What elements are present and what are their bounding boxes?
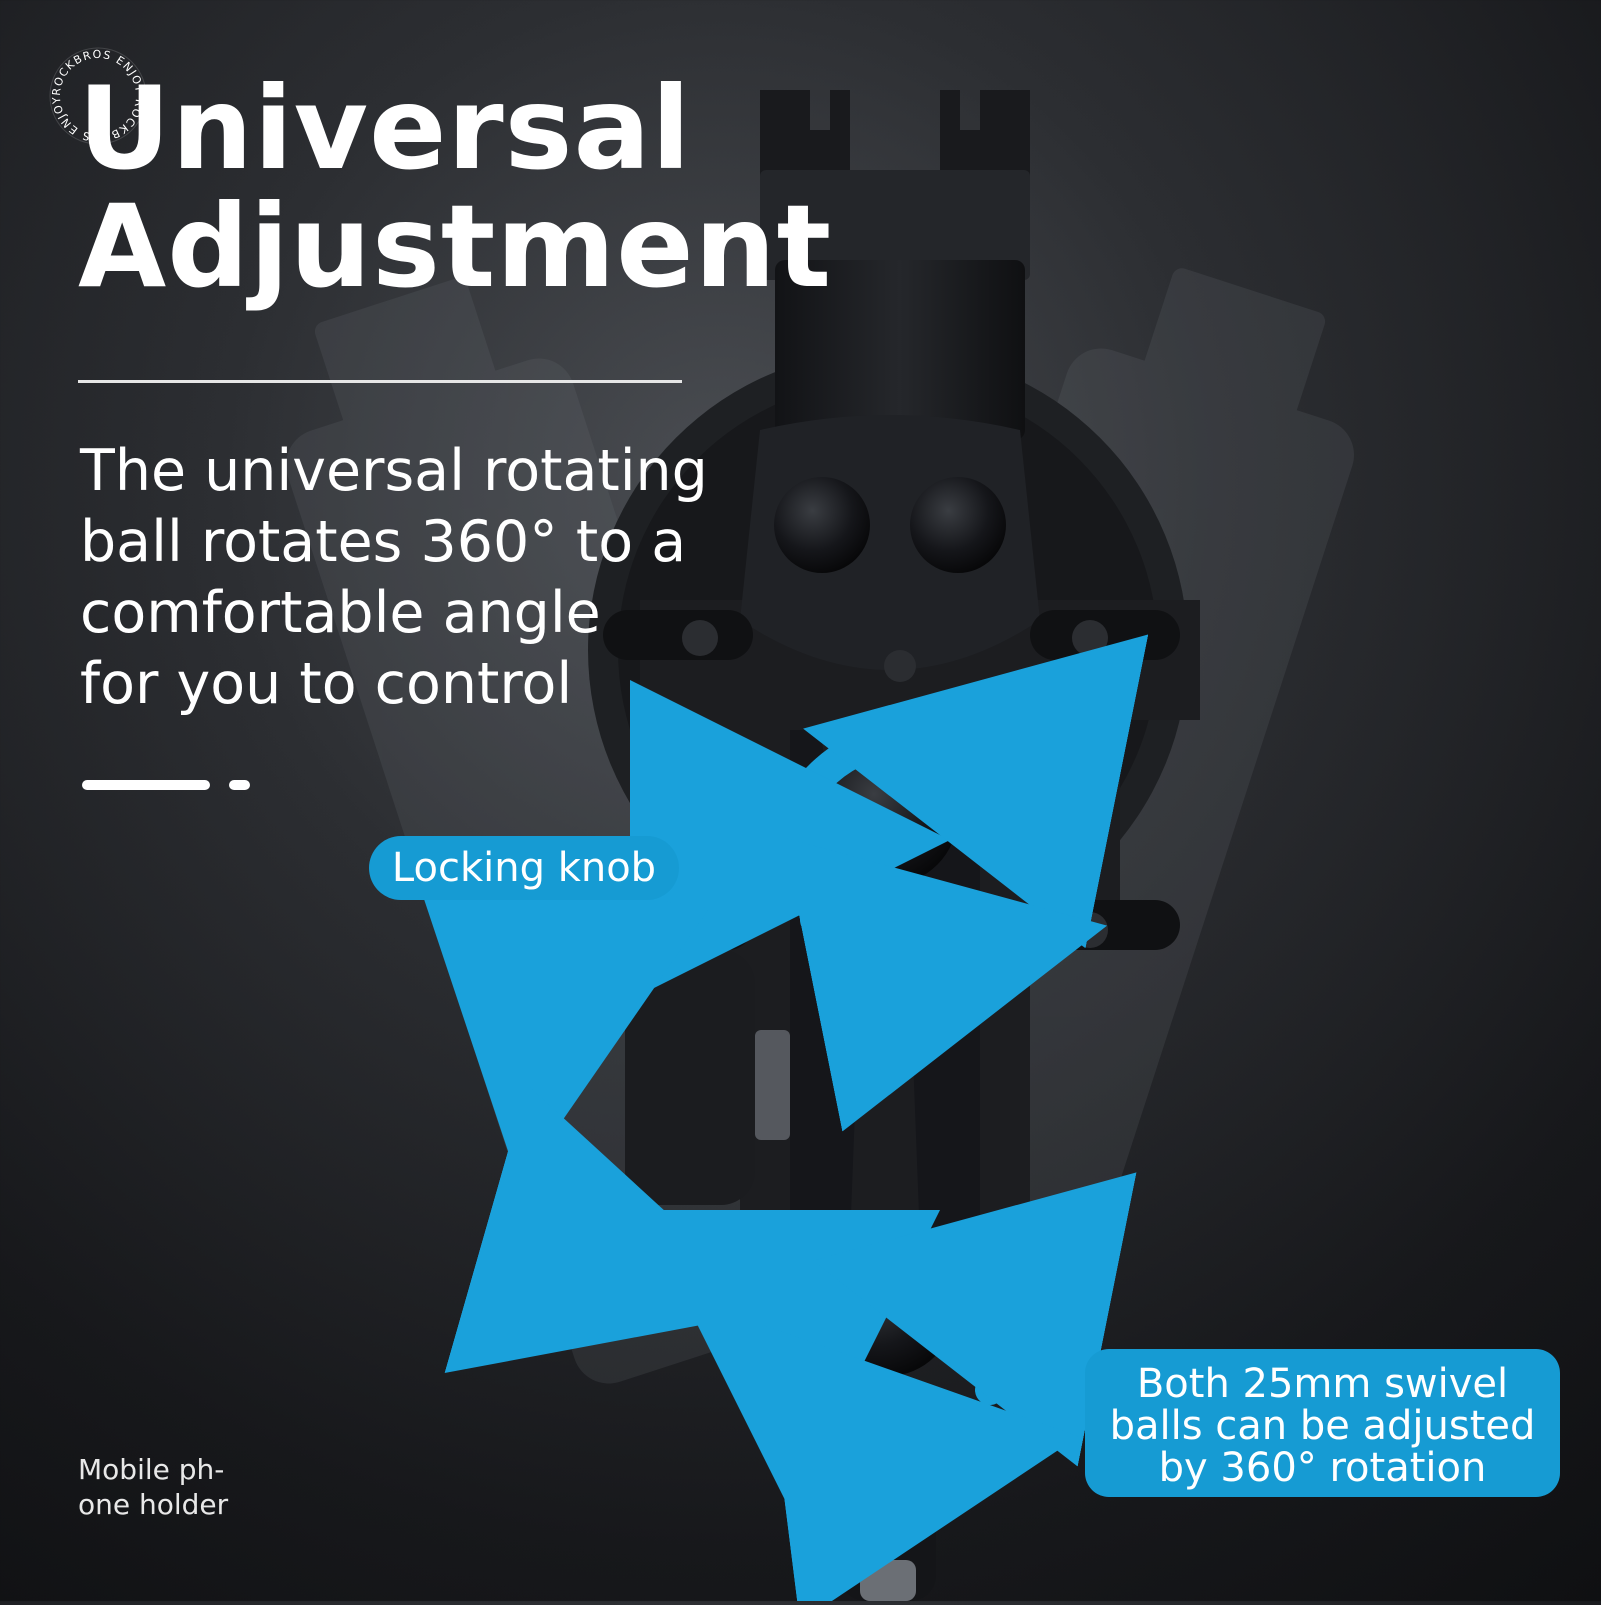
decorative-dash-long <box>82 780 210 790</box>
rotation-arrows <box>412 634 1149 1605</box>
locking-knob-label: Locking knob <box>369 836 679 900</box>
swivel-balls-label: Both 25mm swivel balls can be adjusted b… <box>1085 1349 1560 1497</box>
title-divider <box>78 380 682 383</box>
page-title: Universal Adjustment <box>78 62 833 313</box>
decorative-dash-short <box>229 780 250 790</box>
brand-seal-logo: ROCKBROS ENJOY ROCKBROS ENJOY <box>49 47 147 145</box>
feature-description: The universal rotating ball rotates 360°… <box>80 438 708 717</box>
product-footnote: Mobile ph- one holder <box>78 1453 229 1521</box>
